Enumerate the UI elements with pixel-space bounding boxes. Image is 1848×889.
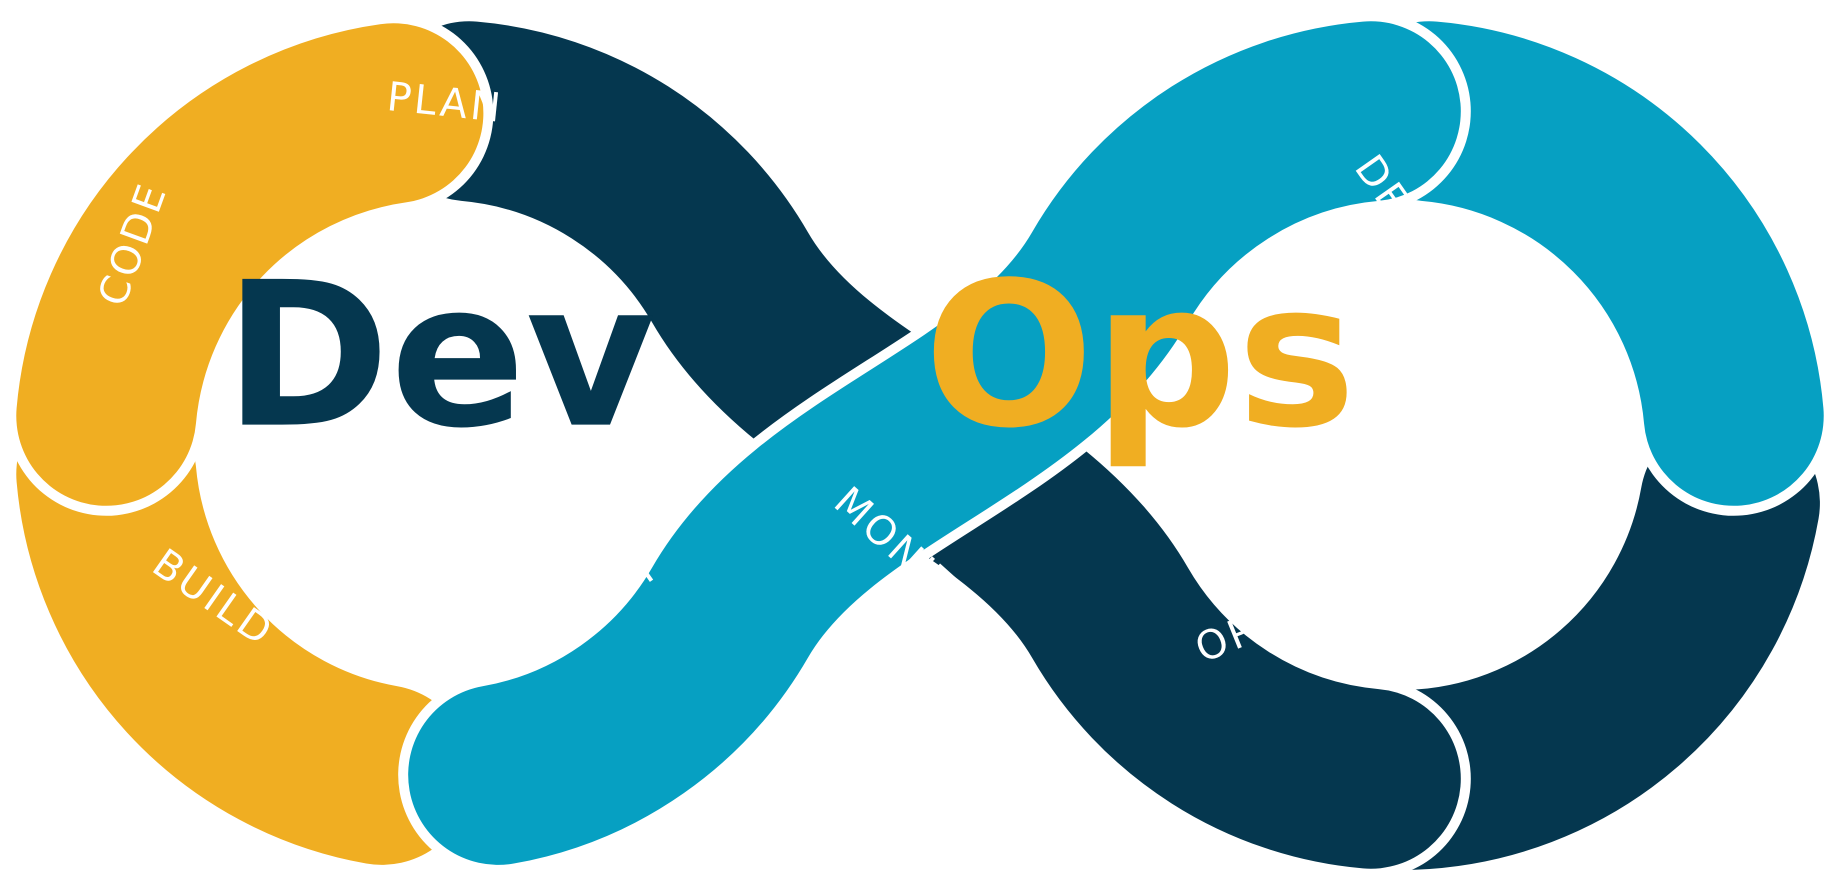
ops-title: Ops [924,240,1356,473]
code-segment [16,23,484,506]
loop-segments [6,11,1834,880]
build-segment [16,384,472,865]
operate-segment [1321,413,1820,870]
test-release-segment [408,21,1461,865]
dev-title: Dev [224,240,656,473]
deploy-segment [1339,21,1824,506]
